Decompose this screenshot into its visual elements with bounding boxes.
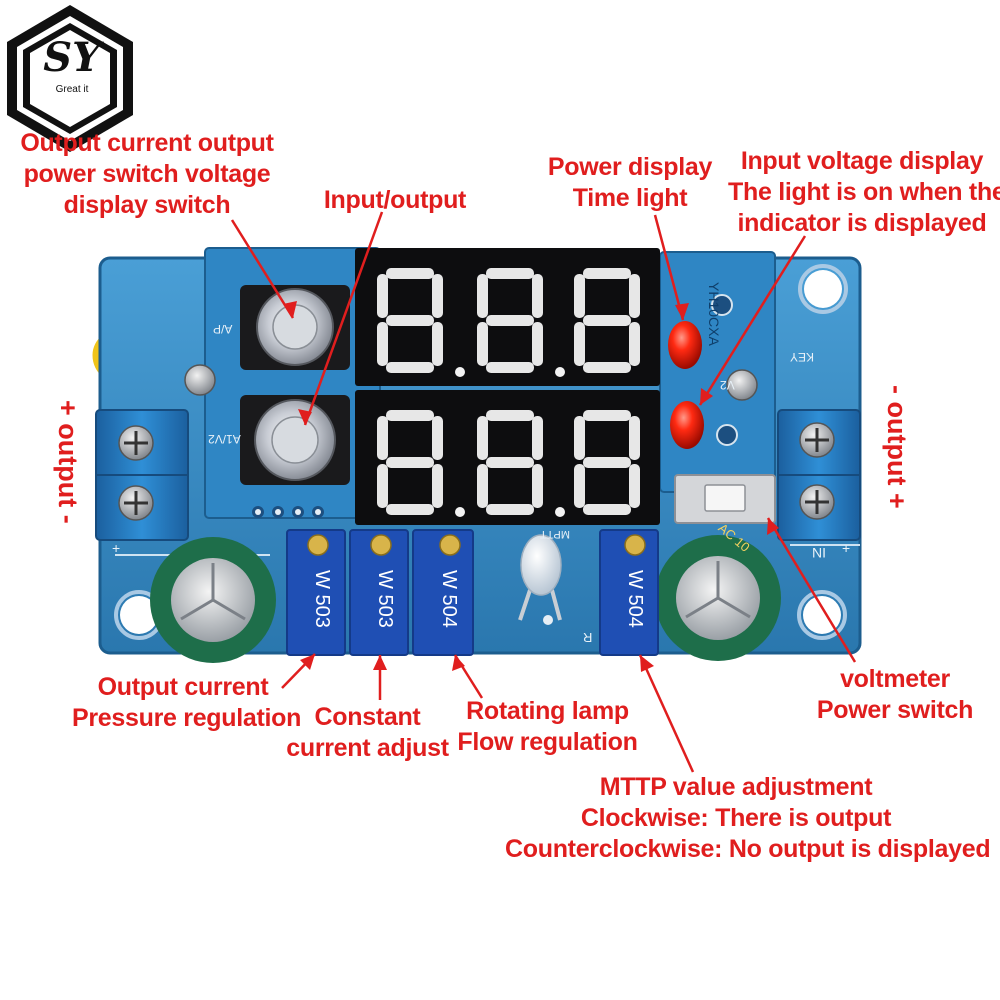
silk-av2: A1/V2 xyxy=(208,432,241,446)
trimmer-2-w: W xyxy=(374,570,396,589)
label-output-current-line2: Pressure regulation xyxy=(72,704,302,732)
label-display-switch-line2: power switch voltage xyxy=(23,160,271,188)
label-rotating-lamp-line2: Flow regulation xyxy=(457,728,638,756)
trimmer-4 xyxy=(599,529,659,656)
label-power-display-line2: Time light xyxy=(572,184,688,212)
display-module-bottom xyxy=(355,390,660,525)
label-rotating-lamp-line1: Rotating lamp xyxy=(466,697,629,725)
label-mttp-line1: MTTP value adjustment xyxy=(599,773,873,801)
trimmer-3-value: W 504 xyxy=(437,570,460,628)
label-display-switch: Output current output power switch volta… xyxy=(2,128,292,221)
trimmer-1-value: W 503 xyxy=(310,570,333,628)
led-power-display xyxy=(668,321,702,369)
brand-logo xyxy=(7,5,133,152)
annotation-arrowheads xyxy=(283,301,779,672)
voltmeter-power-switch xyxy=(674,474,776,524)
silk-plus-right: + xyxy=(842,540,851,556)
label-mttp-line3: Counterclockwise: No output is displayed xyxy=(505,835,991,863)
label-input-voltage-line1: Input voltage display xyxy=(740,147,984,175)
rotating-lamp-led xyxy=(518,534,562,625)
label-right-terminal: - output + xyxy=(882,385,912,509)
label-input-voltage-line2: The light is on when the xyxy=(728,178,1000,206)
led-solder-pad xyxy=(711,294,733,316)
silk-ap: A/P xyxy=(213,322,233,336)
trimmer-3 xyxy=(412,529,474,656)
label-left-terminal: + output - xyxy=(53,400,83,524)
silk-mptt: MPTT xyxy=(540,528,570,540)
led-input-voltage xyxy=(670,401,704,449)
trimmer-4-value: W 504 xyxy=(623,570,646,628)
board-screw-left xyxy=(184,364,216,396)
trimmer-3-w: W xyxy=(438,570,460,589)
led-solder-pad xyxy=(716,424,738,446)
trimmer-1-code: 503 xyxy=(311,594,333,628)
label-display-switch-line3: display switch xyxy=(63,191,231,219)
label-power-display: Power display Time light xyxy=(535,152,725,214)
label-voltmeter-switch: voltmeter Power switch xyxy=(812,664,978,726)
silk-r: R xyxy=(583,630,593,645)
label-display-switch-line1: Output current output xyxy=(20,129,274,157)
right-terminal-block xyxy=(777,409,861,541)
board-screw-right xyxy=(726,369,758,401)
label-constant-current: Constant current adjust xyxy=(285,702,450,764)
label-voltmeter-line2: Power switch xyxy=(816,696,974,724)
silk-plus-left: + xyxy=(112,540,121,556)
label-input-output-line1: Input/output xyxy=(323,186,467,214)
trimmer-4-code: 504 xyxy=(624,594,646,628)
label-constant-current-line2: current adjust xyxy=(286,734,449,762)
trimmer-2-code: 503 xyxy=(374,594,396,628)
trimmer-1 xyxy=(286,529,346,656)
logo-tagline: Great it xyxy=(55,84,89,95)
trimmer-4-w: W xyxy=(624,570,646,589)
trimmer-3-code: 504 xyxy=(438,594,460,628)
label-output-current-line1: Output current xyxy=(97,673,269,701)
label-input-voltage-line3: indicator is displayed xyxy=(737,209,987,237)
trimmer-1-w: W xyxy=(311,570,333,589)
label-input-voltage-display: Input voltage display The light is on wh… xyxy=(728,146,1000,239)
label-rotating-lamp: Rotating lamp Flow regulation xyxy=(455,696,640,758)
trimmer-2 xyxy=(349,529,409,656)
label-mttp: MTTP value adjustment Clockwise: There i… xyxy=(505,772,991,865)
logo-letters: SY xyxy=(43,34,101,81)
label-power-display-line1: Power display xyxy=(547,153,713,181)
silk-model: YH10CXA xyxy=(706,282,722,346)
label-mttp-line2: Clockwise: There is output xyxy=(580,804,892,832)
push-button-top xyxy=(240,285,350,370)
silk-in: IN xyxy=(812,545,826,561)
display-module-top xyxy=(355,248,660,386)
trimmer-2-value: W 503 xyxy=(373,570,396,628)
push-button-bottom xyxy=(240,395,350,485)
label-voltmeter-line1: voltmeter xyxy=(840,665,950,693)
label-constant-current-line1: Constant xyxy=(314,703,421,731)
capacitor-right xyxy=(655,535,781,661)
label-input-output: Input/output xyxy=(300,185,490,216)
capacitor-left xyxy=(150,537,276,663)
silk-v2: V2 xyxy=(720,378,735,392)
silk-key: KEY xyxy=(790,350,815,364)
label-output-current-pressure: Output current Pressure regulation xyxy=(72,672,302,734)
left-terminal-block xyxy=(95,409,189,541)
